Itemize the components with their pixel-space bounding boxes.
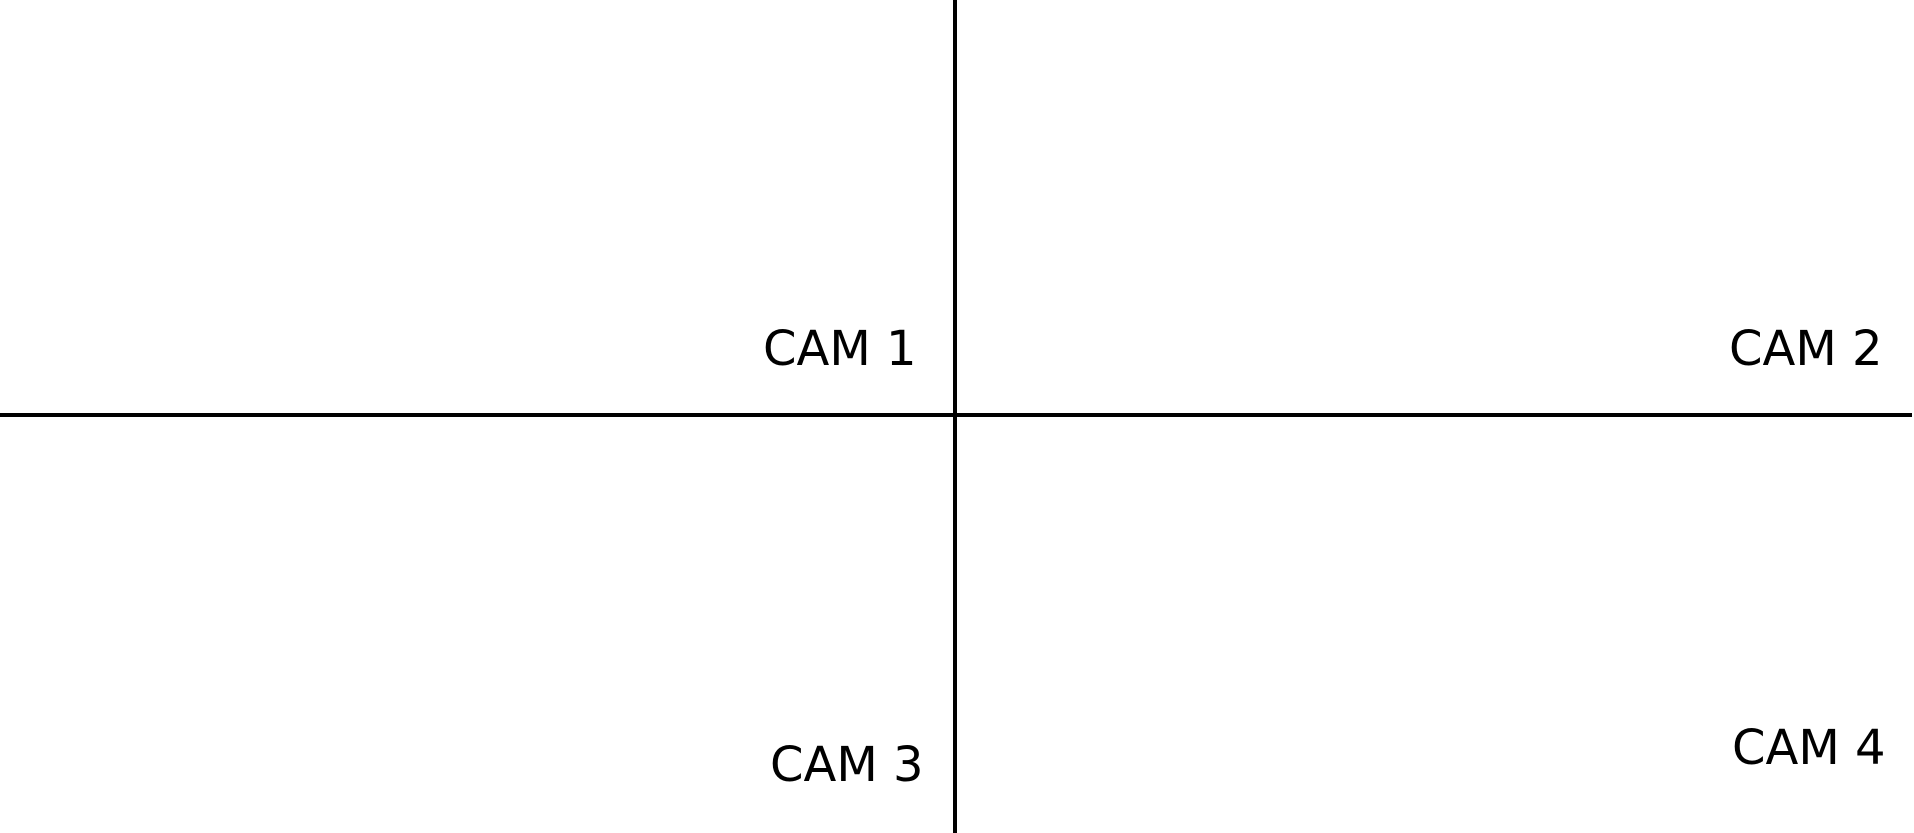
cam-1-label: CAM 1 — [763, 321, 917, 377]
cam-2-label: CAM 2 — [1729, 321, 1883, 377]
cam-3-label: CAM 3 — [770, 737, 924, 793]
cam-4-label: CAM 4 — [1732, 720, 1886, 776]
horizontal-divider-line — [0, 413, 1912, 417]
